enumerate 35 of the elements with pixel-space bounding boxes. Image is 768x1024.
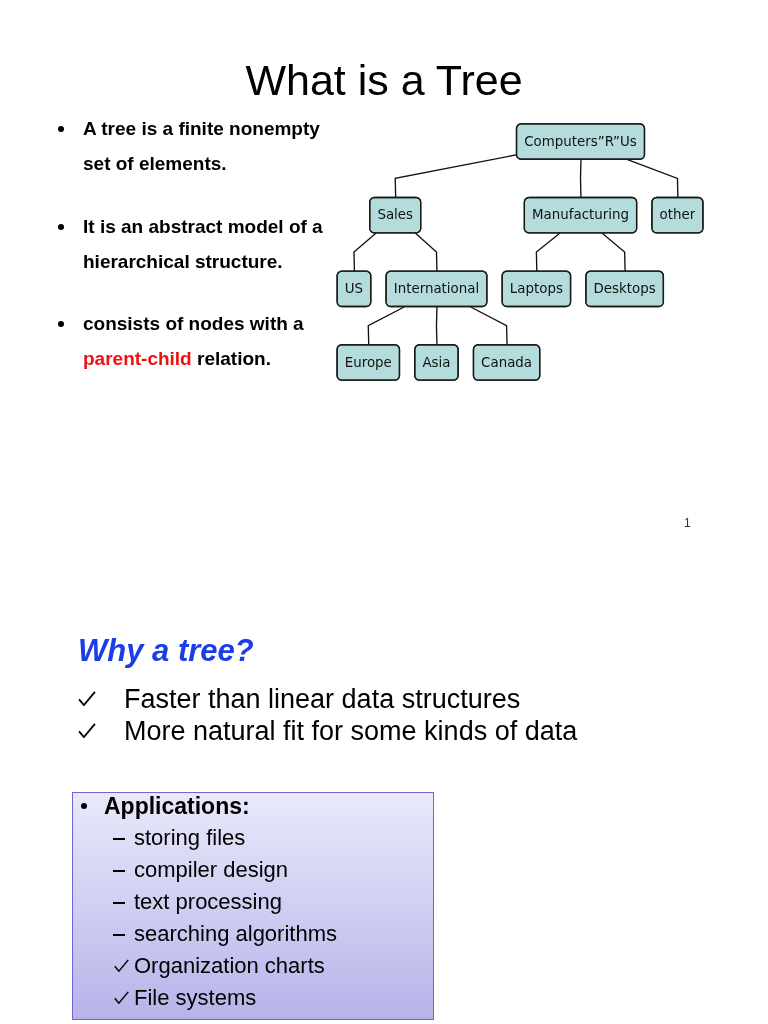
list-item: compiler design (134, 856, 289, 884)
list-heading: Applications: (104, 792, 250, 820)
tree-node-box: Laptops (501, 270, 572, 308)
connector-line (367, 306, 405, 346)
list-item: Organization charts (134, 952, 325, 980)
tree-node-box: Sales (369, 196, 422, 234)
connector-line (535, 232, 561, 273)
tree-node-box: US (336, 270, 372, 308)
tree-node-box: International (385, 270, 488, 308)
list-item: storing files (134, 824, 246, 852)
connector-line (469, 306, 508, 346)
tree-node-box: Desktops (585, 270, 665, 308)
slide-title: What is a Tree (244, 55, 524, 105)
bullet-text: It is an abstract model of a hierarchical structure. (83, 215, 324, 274)
list-item: text processing (134, 888, 282, 916)
connector-line (353, 232, 377, 273)
tree-node-box: Manufacturing (523, 196, 638, 234)
checklist-text: Faster than linear data structures (124, 683, 521, 715)
connector-line (414, 232, 438, 273)
tree-node-box: Canada (472, 344, 541, 381)
connector-line (435, 306, 438, 346)
page-number: 1 (684, 515, 691, 531)
list-item: File systems (134, 984, 257, 1012)
bullet-text: consists of nodes with a parent-child relation. (83, 312, 305, 371)
tree-node-box: Asia (414, 344, 459, 381)
list-item: searching algorithms (134, 920, 337, 948)
connector-line (601, 232, 626, 273)
tree-node-box: Computers”R”Us (515, 123, 646, 160)
tree-node-box: Europe (336, 344, 401, 381)
slide-heading: Why a tree? (78, 633, 254, 669)
tree-node-box: other (651, 196, 704, 234)
connector-line (579, 159, 582, 199)
bullet-text: A tree is a finite nonempty set of elements. (83, 117, 321, 176)
connector-line (626, 159, 679, 199)
checklist-text: More natural fit for some kinds of data (124, 715, 578, 747)
